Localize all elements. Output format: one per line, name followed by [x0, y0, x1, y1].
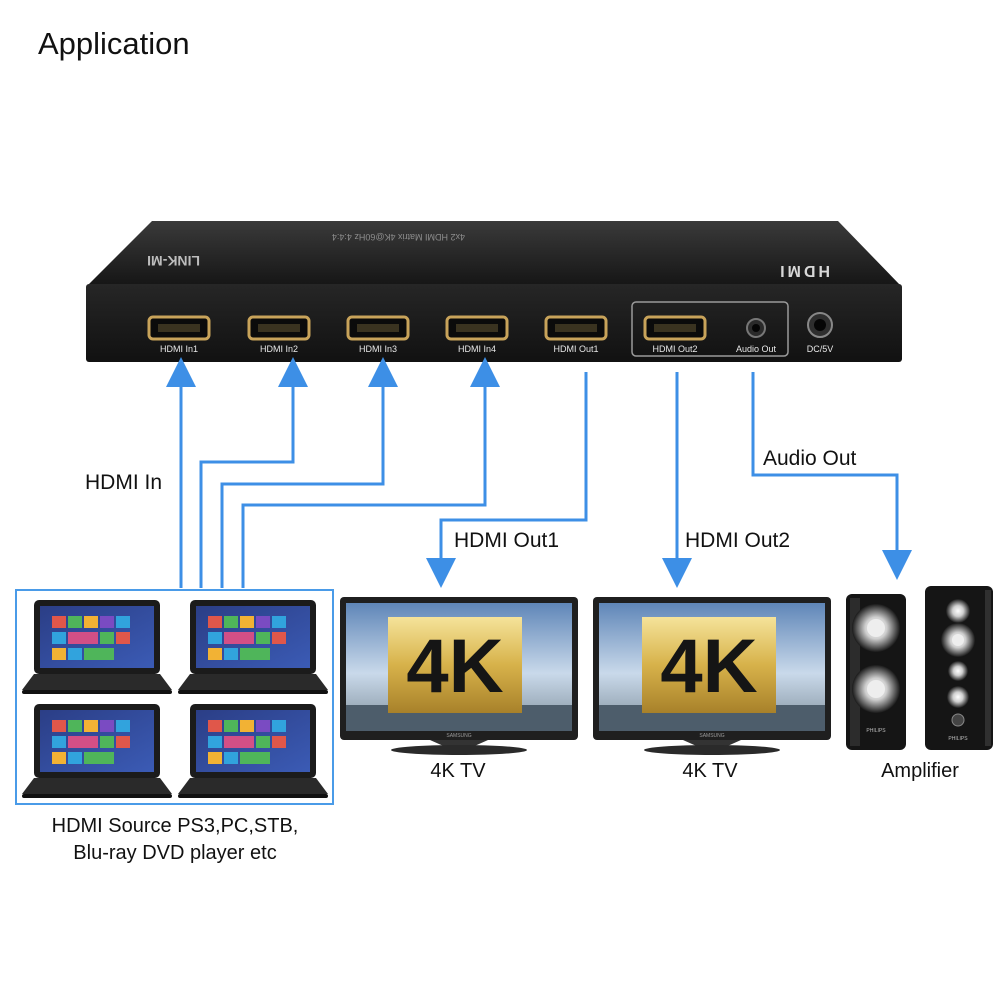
tv-1-brand: SAMSUNG: [446, 733, 471, 739]
tv-2-brand: SAMSUNG: [699, 733, 724, 739]
port-label-audio-out: Audio Out: [735, 344, 777, 354]
port-label-in3: HDMI In3: [358, 344, 397, 354]
hdmi-logo-text: HDMI: [777, 262, 830, 279]
laptop-3: [22, 704, 172, 798]
hdmi-matrix-device: LINK-MI 4x2 HDMI Matrix 4K@60Hz 4:4:4 HD…: [86, 221, 902, 362]
amplifier-caption: Amplifier: [881, 760, 959, 782]
line-out1: [426, 372, 588, 588]
device-top-surface: [88, 221, 900, 285]
sources-caption-line2: Blu-ray DVD player etc: [73, 842, 277, 864]
output-group-frame: [631, 301, 789, 357]
speaker-left-brand: PHILIPS: [866, 728, 886, 734]
audio-out-jack: [746, 318, 766, 338]
port-label-out2: HDMI Out2: [652, 344, 698, 354]
laptop-2: [178, 600, 328, 694]
port-label-in1: HDMI In1: [159, 344, 198, 354]
label-hdmi-in: HDMI In: [85, 471, 163, 494]
hdmi-port-out2: [643, 315, 707, 341]
sources-caption-line1: HDMI Source PS3,PC,STB,: [51, 815, 299, 837]
hdmi-port-in3: [346, 315, 410, 341]
port-label-dc: DC/5V: [806, 344, 834, 354]
connection-lines: [166, 357, 912, 588]
tv-2-screen-text: 4K: [660, 624, 757, 709]
device-model-text: 4x2 HDMI Matrix 4K@60Hz 4:4:4: [332, 232, 465, 242]
hdmi-port-out1: [544, 315, 608, 341]
hdmi-port-in2: [247, 315, 311, 341]
label-audio-out: Audio Out: [763, 447, 857, 470]
sources-caption: HDMI Source PS3,PC,STB, Blu-ray DVD play…: [0, 813, 350, 867]
laptop-4: [178, 704, 328, 798]
label-hdmi-out2: HDMI Out2: [685, 529, 791, 552]
tv-2: 4K SAMSUNG: [593, 597, 831, 755]
line-in3: [220, 357, 398, 588]
speaker-right: PHILIPS: [925, 586, 993, 750]
tv-2-caption: 4K TV: [682, 760, 738, 782]
speaker-left: PHILIPS: [846, 594, 906, 750]
tv-1: 4K SAMSUNG: [340, 597, 578, 755]
diagram-title: Application: [38, 26, 190, 61]
tv-1-screen-text: 4K: [406, 624, 503, 709]
port-label-out1: HDMI Out1: [553, 344, 599, 354]
hdmi-port-in1: [147, 315, 211, 341]
port-label-in2: HDMI In2: [259, 344, 298, 354]
sources-frame: [15, 589, 334, 805]
hdmi-port-in4: [445, 315, 509, 341]
speaker-right-brand: PHILIPS: [948, 736, 968, 742]
dc-power-jack: [807, 312, 833, 338]
tv-1-caption: 4K TV: [430, 760, 486, 782]
port-label-in4: HDMI In4: [457, 344, 496, 354]
line-in4: [241, 357, 500, 588]
line-in2: [199, 357, 308, 588]
label-hdmi-out1: HDMI Out1: [454, 529, 560, 552]
laptop-1: [22, 600, 172, 694]
line-audio-out: [751, 372, 912, 580]
device-brand-text: LINK-MI: [147, 253, 200, 269]
